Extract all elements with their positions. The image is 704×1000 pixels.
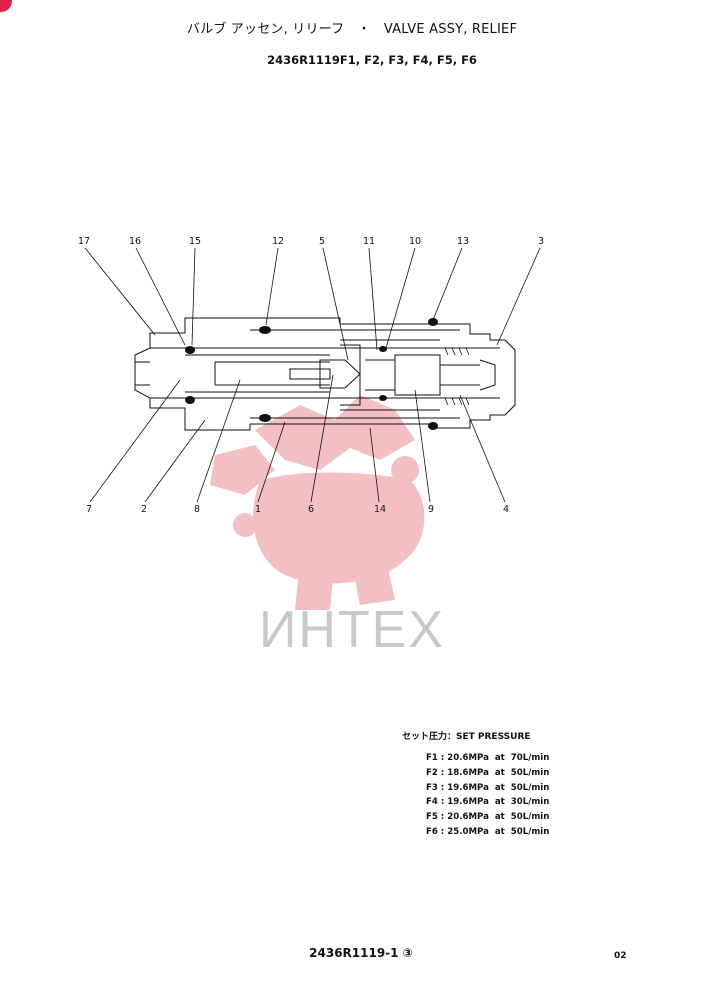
pressure-row-f2: F2 : 18.6MPa at 50L/min [426,767,550,778]
callout-11: 11 [363,236,375,247]
page-title: バルブ アッセン, リリーフ ・ VALVE ASSY, RELIEF [186,22,518,37]
pressure-row-f4: F4 : 19.6MPa at 30L/min [426,797,550,808]
callout-2: 2 [141,504,147,515]
set-pressure-table: セット圧力：SET PRESSURE F1 : 20.6MPa at 70L/m… [402,729,549,842]
callout-9: 9 [428,504,434,515]
callout-3: 3 [538,236,544,247]
callout-10: 10 [409,236,421,247]
callout-13: 13 [457,236,469,247]
callout-6: 6 [308,504,314,515]
callout-4: 4 [503,504,509,515]
watermark-text: ИНТЕХ [258,601,446,659]
pressure-row-f3: F3 : 19.6MPa at 50L/min [426,782,550,793]
pressure-row-f1: F1 : 20.6MPa at 70L/min [426,753,550,763]
callout-15: 15 [189,236,201,247]
callout-1: 1 [255,504,261,515]
part-numbers: 2436R1119F1, F2, F3, F4, F5, F6 [267,53,477,67]
callout-17: 17 [78,236,90,247]
callout-12: 12 [272,236,284,247]
callout-7: 7 [86,504,92,515]
pressure-row-f5: F5 : 20.6MPa at 50L/min [426,812,550,823]
drawing-number: 2436R1119-1 ③ [309,946,413,960]
callout-5: 5 [319,236,325,247]
set-pressure-title: セット圧力：SET PRESSURE [402,732,531,742]
pressure-row-f6: F6 : 25.0MPa at 50L/min [426,826,550,837]
callout-14: 14 [374,504,386,515]
callout-16: 16 [129,236,141,247]
callout-8: 8 [194,504,200,515]
page-number: 02 [614,951,627,961]
